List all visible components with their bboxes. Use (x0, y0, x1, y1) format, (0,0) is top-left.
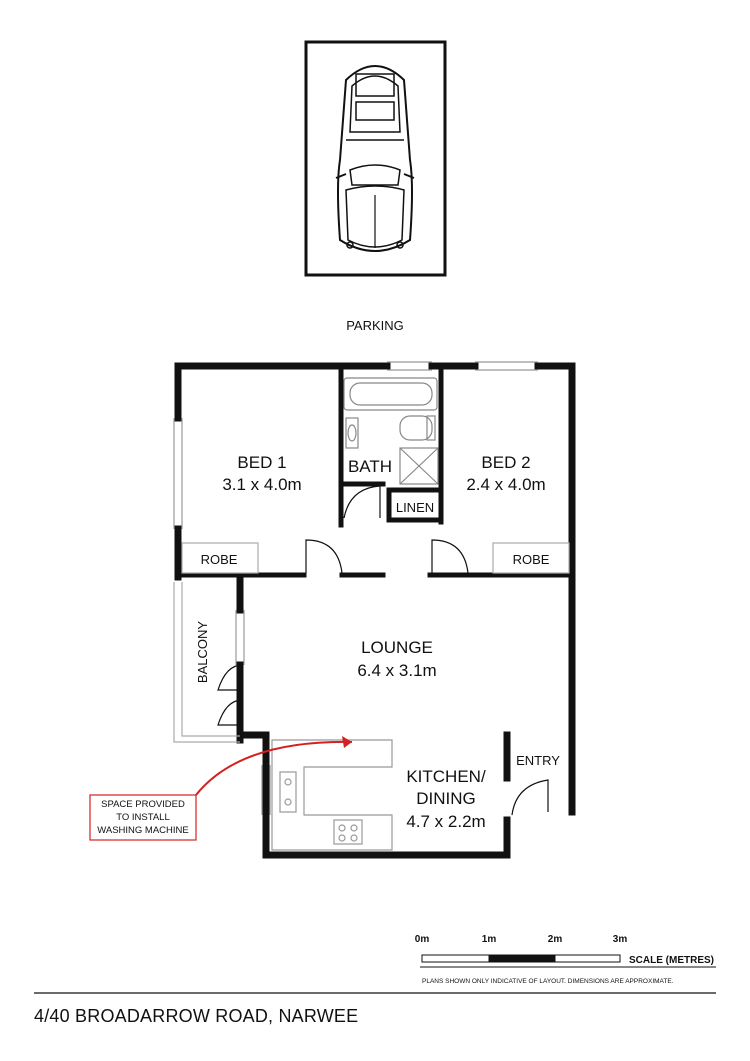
robes (181, 542, 570, 574)
linen-name: LINEN (396, 500, 434, 515)
kitchen-name-line-2: DINING (416, 789, 476, 808)
washing-machine-callout: SPACE PROVIDED TO INSTALL WASHING MACHIN… (89, 794, 197, 841)
scale-title: SCALE (METRES) (629, 955, 714, 966)
bed2-name: BED 2 (481, 453, 530, 472)
callout-line-3: WASHING MACHINE (97, 825, 188, 836)
parking-label: PARKING (346, 318, 404, 333)
kitchen-size: 4.7 x 2.2m (406, 812, 485, 831)
parking-bay (304, 40, 447, 277)
balcony-name: BALCONY (195, 621, 210, 683)
interior-walls (175, 363, 575, 578)
bed1-size: 3.1 x 4.0m (222, 475, 301, 494)
kitchen-benches (271, 739, 393, 851)
scale-tick-1: 1m (482, 934, 497, 945)
scale-tick-3: 3m (613, 934, 628, 945)
exterior-walls (174, 362, 576, 859)
scale-disclaimer: PLANS SHOWN ONLY INDICATIVE OF LAYOUT. D… (422, 978, 674, 985)
scale-bar: 0m 1m 2m 3m SCALE (METRES) PLANS SHOWN O… (415, 934, 716, 985)
balcony-area (173, 582, 240, 743)
bed1-name: BED 1 (237, 453, 286, 472)
scale-tick-0: 0m (415, 934, 430, 945)
kitchen-name-line-1: KITCHEN/ (406, 767, 486, 786)
entry-name: ENTRY (516, 753, 560, 768)
property-address: 4/40 BROADARROW ROAD, NARWEE (34, 1006, 359, 1026)
car-icon (335, 65, 415, 252)
bed2-size: 2.4 x 4.0m (466, 475, 545, 494)
robe2-name: ROBE (513, 552, 550, 567)
robe1-name: ROBE (201, 552, 238, 567)
callout-line-2: TO INSTALL (116, 812, 170, 823)
scale-tick-2: 2m (548, 934, 563, 945)
bath-name: BATH (348, 457, 392, 476)
lounge-size: 6.4 x 3.1m (357, 661, 436, 680)
windows (173, 361, 538, 815)
bathroom-fixtures (343, 377, 439, 485)
washing-machine-arrow (195, 736, 353, 796)
lounge-name: LOUNGE (361, 638, 433, 657)
doors (217, 485, 549, 816)
callout-line-1: SPACE PROVIDED (101, 799, 185, 810)
